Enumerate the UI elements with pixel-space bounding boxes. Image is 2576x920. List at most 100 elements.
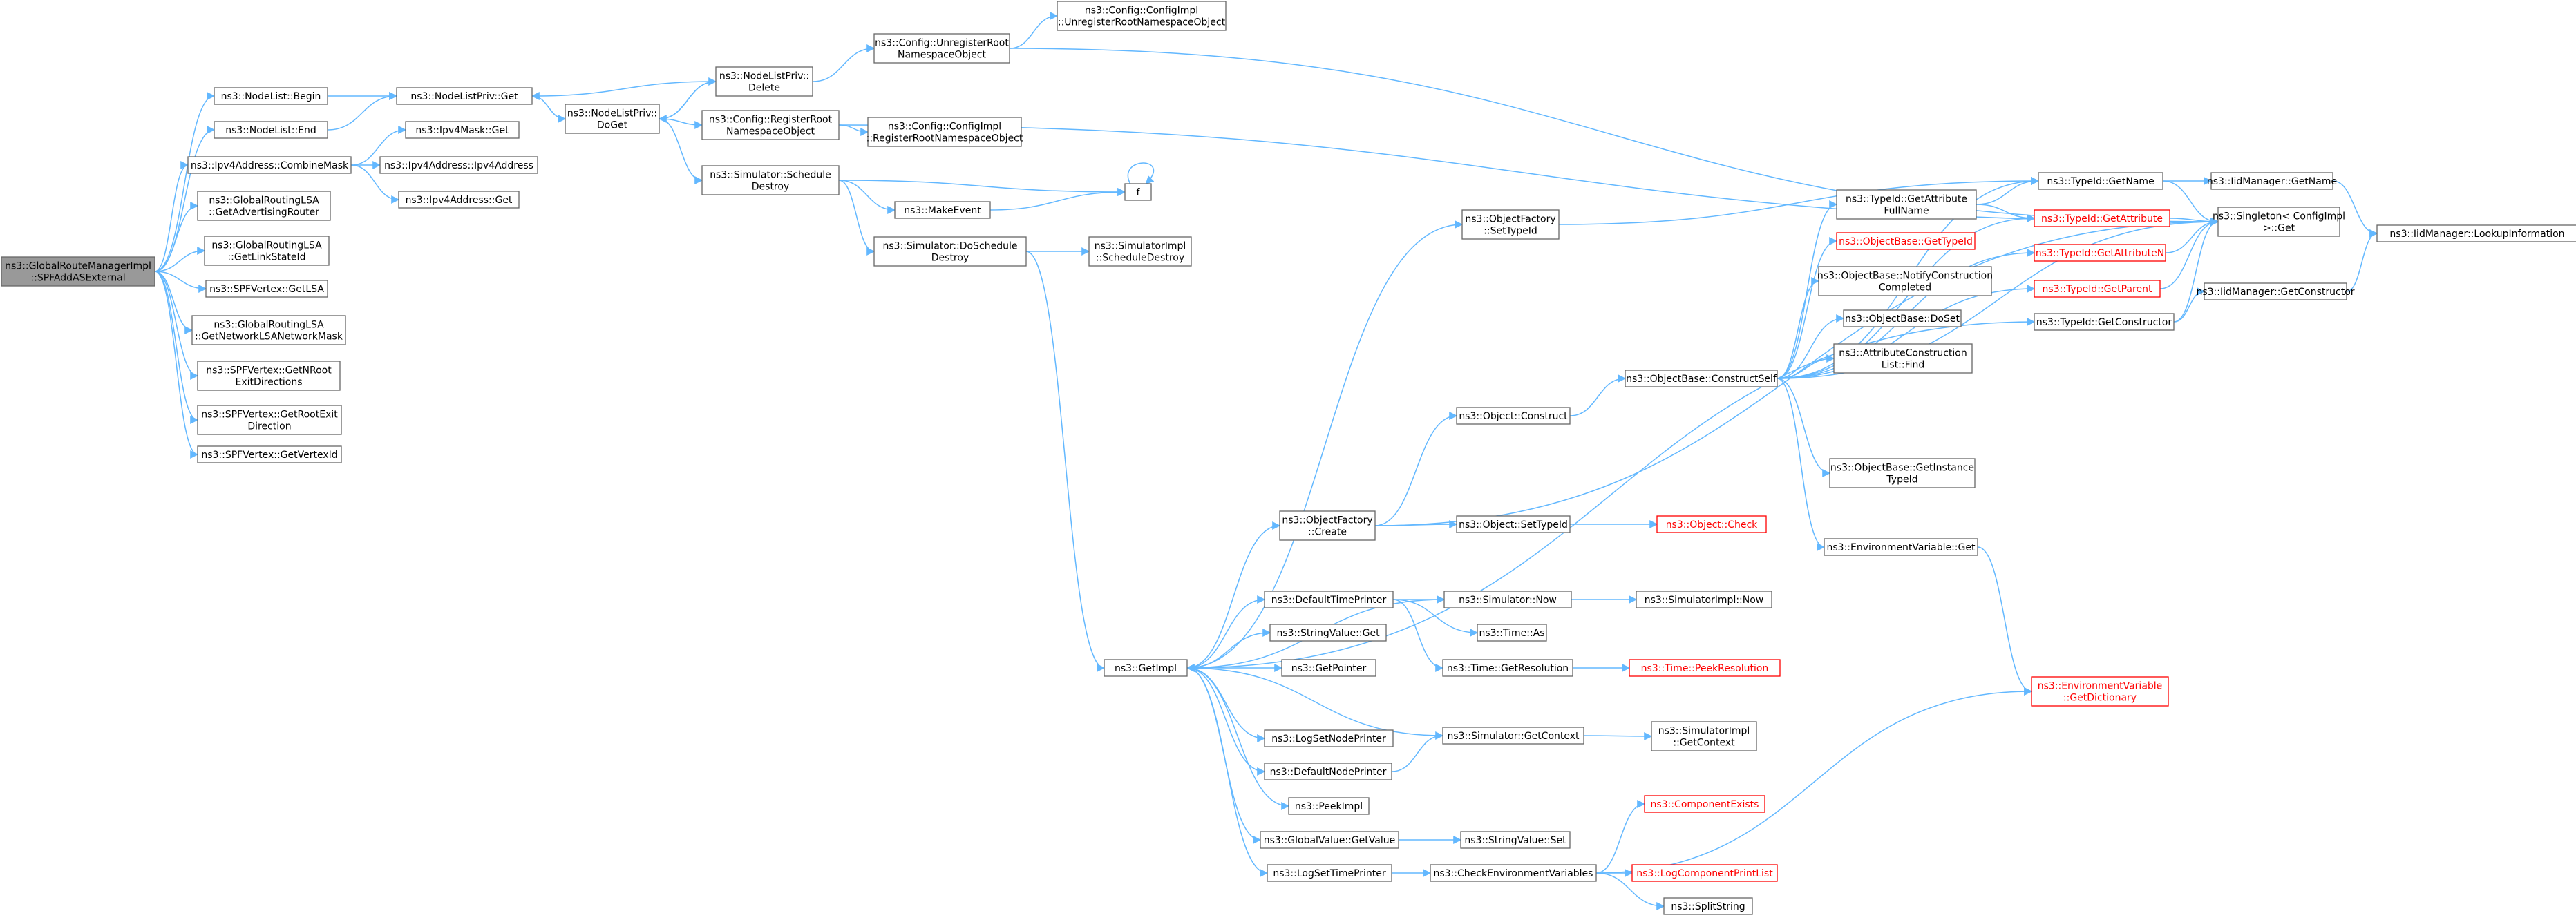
graph-node-typeid-getattr[interactable]: ns3::TypeId::GetAttribute [2034,209,2170,227]
graph-node-root[interactable]: ns3::GlobalRouteManagerImpl::SPFAddASExt… [1,256,155,287]
graph-node-ipv4addr-get[interactable]: ns3::Ipv4Address::Get [398,191,520,209]
graph-node-sim-sched[interactable]: ns3::Simulator::ScheduleDestroy [701,165,840,195]
graph-node-glsa-netmask[interactable]: ns3::GlobalRoutingLSA::GetNetworkLSANetw… [191,315,346,345]
graph-node-globalvalue-get[interactable]: ns3::GlobalValue::GetValue [1260,831,1399,849]
node-label: ns3::Simulator::Now [1459,595,1557,606]
node-box [701,110,840,140]
node-box [1656,515,1767,533]
graph-node-envvar-get[interactable]: ns3::EnvironmentVariable::Get [1824,538,1978,556]
node-box [1264,729,1394,747]
graph-node-nl-begin[interactable]: ns3::NodeList::Begin [214,87,328,105]
graph-node-getimpl[interactable]: ns3::GetImpl [1104,659,1188,677]
call-edge [1186,664,1443,736]
call-edge [154,271,207,293]
node-label: ns3::SimulatorImpl [1095,241,1186,252]
graph-node-simimpl-getcontext[interactable]: ns3::SimulatorImpl::GetContext [1651,721,1757,751]
graph-node-typeid-getctor[interactable]: ns3::TypeId::GetConstructor [2034,313,2175,331]
node-box [191,315,346,345]
node-label: List::Find [1882,360,1925,371]
graph-node-iidm-getname[interactable]: ns3::IidManager::GetName [2207,172,2337,190]
graph-node-time-as[interactable]: ns3::Time::As [1477,624,1547,642]
node-label: ::RegisterRootNamespaceObject [866,133,1023,144]
graph-node-of-settypeid[interactable]: ns3::ObjectFactory::SetTypeId [1461,209,1560,240]
graph-node-spf-vertexid[interactable]: ns3::SPFVertex::GetVertexId [197,445,342,463]
node-box [1442,659,1573,677]
graph-node-sim-getcontext[interactable]: ns3::Simulator::GetContext [1442,727,1584,745]
call-edge [659,118,703,184]
graph-node-cfgimpl-unreg[interactable]: ns3::Config::ConfigImpl::UnregisterRootN… [1057,1,1227,31]
graph-node-splitstring[interactable]: ns3::SplitString [1663,897,1753,915]
graph-node-ob-constructself[interactable]: ns3::ObjectBase::ConstructSelf [1625,370,1778,387]
call-edge [1777,277,1820,379]
graph-node-of-create[interactable]: ns3::ObjectFactory::Create [1279,510,1376,541]
graph-node-logsettimeprinter[interactable]: ns3::LogSetTimePrinter [1267,864,1392,882]
node-label: ns3::LogComponentPrintList [1636,868,1773,879]
graph-node-getpointer[interactable]: ns3::GetPointer [1281,659,1376,677]
graph-node-logcompprintlist[interactable]: ns3::LogComponentPrintList [1631,864,1778,882]
graph-node-nl-end[interactable]: ns3::NodeList::End [214,121,328,139]
graph-node-time-getres[interactable]: ns3::Time::GetResolution [1442,659,1573,677]
graph-node-f[interactable]: f [1124,183,1152,201]
graph-node-cfg-reg[interactable]: ns3::Config::RegisterRootNamespaceObject [701,110,840,140]
graph-node-object-construct[interactable]: ns3::Object::Construct [1456,407,1571,425]
graph-node-nlp-delete[interactable]: ns3::NodeListPriv::Delete [715,66,813,97]
call-edge [1186,667,1269,877]
graph-node-sim-now[interactable]: ns3::Simulator::Now [1443,591,1572,608]
graph-node-simimpl-now[interactable]: ns3::SimulatorImpl::Now [1636,591,1772,608]
node-box [1460,831,1571,849]
graph-node-defaulttimeprinter[interactable]: ns3::DefaultTimePrinter [1264,591,1394,608]
graph-node-peekimpl[interactable]: ns3::PeekImpl [1288,797,1370,815]
graph-node-glsa-adv[interactable]: ns3::GlobalRoutingLSA::GetAdvertisingRou… [197,191,331,221]
graph-node-typeid-getname[interactable]: ns3::TypeId::GetName [2038,172,2163,190]
node-label: NamespaceObject [726,126,815,137]
graph-node-cfgimpl-reg[interactable]: ns3::Config::ConfigImpl::RegisterRootNam… [866,117,1023,147]
graph-node-ipv4addr-ctor[interactable]: ns3::Ipv4Address::Ipv4Address [379,156,538,174]
graph-node-iidm-getctor[interactable]: ns3::IidManager::GetConstructor [2196,282,2355,300]
graph-node-checkenv[interactable]: ns3::CheckEnvironmentVariables [1430,864,1597,882]
graph-node-cfg-unreg[interactable]: ns3::Config::UnregisterRootNamespaceObje… [873,33,1010,64]
graph-node-ob-gettypeid[interactable]: ns3::ObjectBase::GetTypeId [1836,232,1976,250]
node-label: ns3::Config::RegisterRoot [709,115,833,126]
node-label: ns3::EnvironmentVariable [2038,681,2163,692]
graph-node-nlp-get[interactable]: ns3::NodeListPriv::Get [396,87,533,105]
graph-node-object-settypeid[interactable]: ns3::Object::SetTypeId [1456,515,1571,533]
graph-node-makeevent[interactable]: ns3::MakeEvent [894,201,991,219]
node-label: ns3::Ipv4Mask::Get [415,125,509,136]
graph-node-glsa-link[interactable]: ns3::GlobalRoutingLSA::GetLinkStateId [204,236,330,266]
graph-node-iidm-lookup[interactable]: ns3::IidManager::LookupInformation [2376,224,2576,242]
graph-node-componentexists[interactable]: ns3::ComponentExists [1644,795,1765,813]
graph-node-ipv4mask-get[interactable]: ns3::Ipv4Mask::Get [405,121,520,139]
call-edge [659,118,703,129]
node-label: ns3::DefaultNodePrinter [1270,767,1387,778]
graph-node-singleton-get[interactable]: ns3::Singleton< ConfigImpl >::Get [2213,207,2345,237]
call-edge [350,164,400,204]
node-box [2034,280,2161,298]
graph-node-nlp-doget[interactable]: ns3::NodeListPriv::DoGet [565,104,660,134]
node-label: ns3::StringValue::Get [1276,628,1380,639]
graph-node-object-check[interactable]: ns3::Object::Check [1656,515,1767,533]
graph-node-stringvalue-set[interactable]: ns3::StringValue::Set [1460,831,1571,849]
graph-node-typeid-getparent[interactable]: ns3::TypeId::GetParent [2034,280,2161,298]
node-box [2034,209,2170,227]
graph-node-defaultnodeprinter[interactable]: ns3::DefaultNodePrinter [1264,763,1392,780]
node-label: ns3::Config::ConfigImpl [1085,6,1198,17]
call-edge [1392,599,1479,637]
graph-node-typeid-getattrn[interactable]: ns3::TypeId::GetAttributeN [2034,244,2166,262]
graph-node-combine[interactable]: ns3::Ipv4Address::CombineMask [187,156,352,174]
node-box [1651,721,1757,751]
graph-node-time-peekres[interactable]: ns3::Time::PeekResolution [1629,659,1781,677]
graph-node-ob-doset[interactable]: ns3::ObjectBase::DoSet [1843,309,1962,327]
graph-node-stringvalue-get[interactable]: ns3::StringValue::Get [1269,624,1387,642]
node-label: ns3::ObjectBase::ConstructSelf [1626,374,1777,385]
graph-node-logsetnodeprinter[interactable]: ns3::LogSetNodePrinter [1264,729,1394,747]
graph-node-envvar-getdict[interactable]: ns3::EnvironmentVariable::GetDictionary [2031,676,2169,707]
graph-node-ob-notify[interactable]: ns3::ObjectBase::NotifyConstructionCompl… [1817,266,1993,296]
graph-node-simimpl-sched[interactable]: ns3::SimulatorImpl::ScheduleDestroy [1088,236,1192,267]
graph-node-spf-getlsa[interactable]: ns3::SPFVertex::GetLSA [205,280,328,298]
